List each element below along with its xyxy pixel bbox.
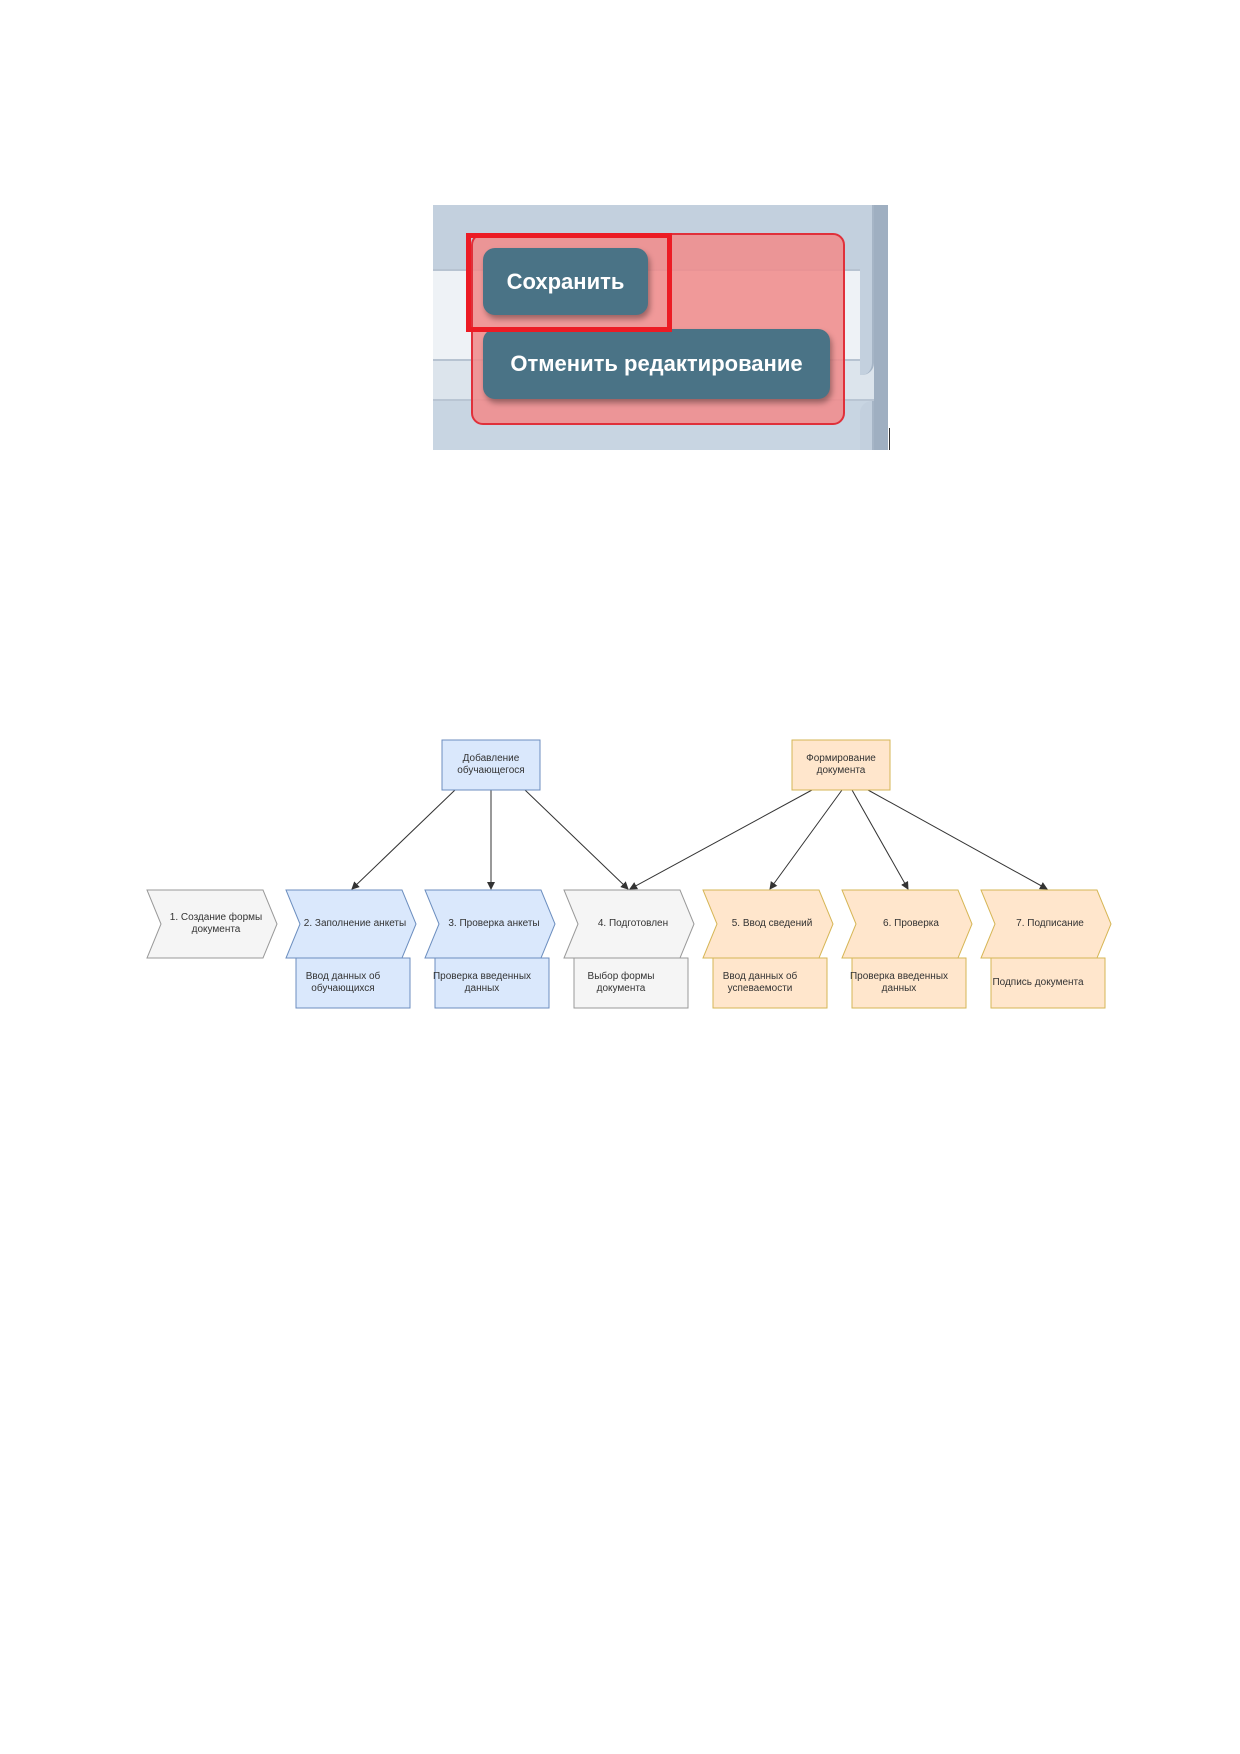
step-chevron-1 — [146, 889, 278, 959]
parent-label-add-student: Добавление обучающегося — [457, 753, 525, 776]
connector-arrow-4 — [629, 789, 813, 890]
step-sub-2: Ввод данных об обучающихся — [305, 971, 381, 994]
connector-arrow-5 — [769, 789, 843, 890]
step-sub-5: Ввод данных об успеваемости — [722, 971, 798, 994]
text-caret — [889, 428, 890, 450]
step-label-1: 1. Создание формы документа — [169, 912, 263, 935]
cancel-edit-button[interactable]: Отменить редактирование — [483, 329, 830, 399]
step-sub-box-2 — [295, 957, 411, 1009]
step-label-5: 5. Ввод сведений — [731, 918, 813, 929]
step-sub-7: Подпись документа — [992, 977, 1084, 988]
step-sub-box-4 — [573, 957, 689, 1009]
diagram-svg — [146, 739, 1112, 1009]
screenshot-fragment: Сохранить Отменить редактирование — [433, 205, 888, 450]
panel-edge-top — [860, 205, 874, 375]
step-sub-box-5 — [712, 957, 828, 1009]
connector-arrow-1 — [351, 789, 456, 890]
connector-arrow-6 — [851, 789, 909, 890]
step-label-7: 7. Подписание — [1016, 918, 1084, 929]
step-sub-6: Проверка введенных данных — [849, 971, 949, 994]
panel-scroll-edge — [874, 205, 888, 450]
step-sub-box-7 — [990, 957, 1106, 1009]
step-sub-box-6 — [851, 957, 967, 1009]
parent-label-form-document: Формирование документа — [806, 753, 876, 776]
step-label-6: 6. Проверка — [883, 918, 939, 929]
step-sub-box-3 — [434, 957, 550, 1009]
step-label-4: 4. Подготовлен — [597, 918, 669, 929]
parent-box-1 — [441, 739, 541, 791]
step-sub-4: Выбор формы документа — [587, 971, 655, 994]
panel-edge-bottom — [860, 401, 874, 450]
parent-box-2 — [791, 739, 891, 791]
process-diagram: Добавление обучающегося Формирование док… — [0, 700, 1240, 1030]
step-label-2: 2. Заполнение анкеты — [303, 918, 407, 929]
step-sub-3: Проверка введенных данных — [432, 971, 532, 994]
step-label-3: 3. Проверка анкеты — [448, 918, 540, 929]
connector-arrow-7 — [867, 789, 1048, 890]
save-button-highlight-frame — [466, 233, 672, 332]
save-button[interactable]: Сохранить — [483, 248, 648, 315]
connector-arrow-3 — [524, 789, 629, 890]
